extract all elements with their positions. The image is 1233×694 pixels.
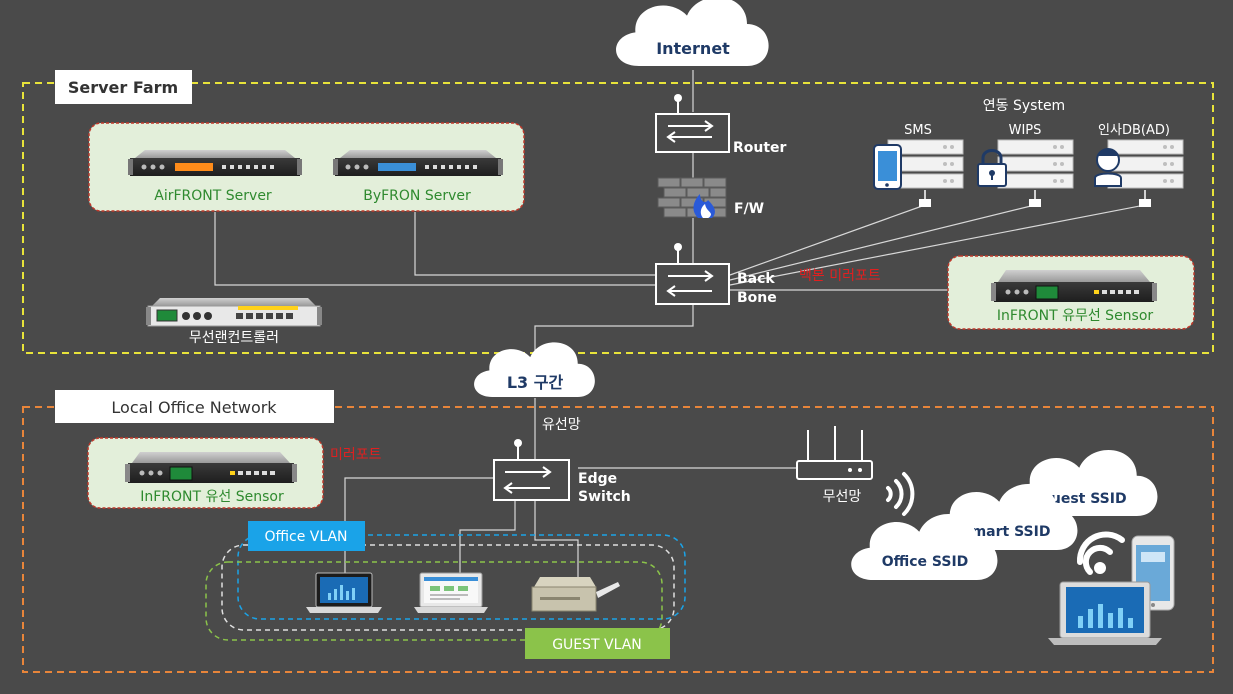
byfron-label: ByFRON Server bbox=[363, 188, 471, 204]
hr-db-label: 인사DB(AD) bbox=[1098, 123, 1170, 138]
office-vlan-area bbox=[237, 534, 686, 620]
mixed-vlan-area bbox=[221, 544, 675, 631]
edge-label-1: Edge bbox=[578, 471, 617, 487]
mirror-port-annotation: 미러포트 bbox=[330, 447, 382, 463]
wips-label: WIPS bbox=[1009, 123, 1042, 138]
firewall-icon bbox=[657, 177, 727, 218]
wireless-ap-icon bbox=[796, 426, 873, 480]
l3-label: L3 구간 bbox=[507, 373, 564, 392]
hr-db-server-icon bbox=[1107, 139, 1184, 207]
server-farm-title: Server Farm bbox=[68, 78, 178, 97]
smart-ssid-label: Smart SSID bbox=[962, 524, 1051, 540]
backbone-switch-icon bbox=[655, 243, 730, 305]
wifi-signal-large-icon bbox=[1076, 531, 1125, 575]
office-vlan-tag bbox=[248, 521, 365, 551]
byfron-server-icon bbox=[333, 150, 503, 176]
lock-icon bbox=[977, 149, 1007, 187]
sms-server-icon bbox=[887, 139, 964, 207]
smartphone-icon bbox=[873, 144, 902, 190]
local-office-title-box bbox=[55, 390, 334, 423]
guest-ssid-label: Guest SSID bbox=[1039, 491, 1126, 507]
user-icon bbox=[1094, 148, 1122, 187]
laptop-icon bbox=[306, 572, 382, 613]
wifi-signal-icon bbox=[886, 472, 915, 516]
server-panel bbox=[88, 122, 525, 212]
wireless-net-label: 무선망 bbox=[823, 489, 862, 505]
airfront-label: AirFRONT Server bbox=[154, 188, 272, 204]
guest-vlan-area bbox=[205, 561, 663, 641]
monitor-icon bbox=[414, 572, 488, 613]
infront-wired-label: InFRONT 유선 Sensor bbox=[140, 489, 284, 505]
edge-label-2: Switch bbox=[578, 489, 631, 505]
infront-wired-wireless-sensor-icon bbox=[991, 270, 1157, 302]
firewall-label: F/W bbox=[734, 201, 764, 217]
office-ssid-label: Office SSID bbox=[882, 554, 969, 570]
backbone-label-1: Back bbox=[737, 271, 775, 287]
edge-switch-icon bbox=[493, 439, 570, 501]
airfront-server-icon bbox=[128, 150, 302, 176]
laptop-large-icon bbox=[1048, 581, 1162, 645]
local-office-title: Local Office Network bbox=[111, 398, 277, 417]
wlan-controller-icon bbox=[146, 298, 322, 327]
guest-vlan-label: GUEST VLAN bbox=[552, 637, 642, 653]
backbone-mirror-annotation: 백본 미러포트 bbox=[799, 268, 881, 284]
office-vlan-label: Office VLAN bbox=[264, 529, 347, 545]
infront-wired-sensor-icon bbox=[125, 452, 297, 483]
connection-lines bbox=[214, 70, 1146, 580]
local-office-zone bbox=[22, 406, 1214, 673]
router-icon bbox=[655, 94, 730, 153]
backbone-label-2: Bone bbox=[737, 290, 777, 306]
server-farm-zone bbox=[22, 82, 1214, 354]
wips-server-icon bbox=[997, 139, 1074, 207]
sms-label: SMS bbox=[904, 123, 932, 138]
guest-vlan-tag bbox=[525, 628, 670, 659]
server-farm-title-box bbox=[55, 70, 192, 104]
wired-net-label: 유선망 bbox=[542, 417, 581, 433]
linked-system-title: 연동 System bbox=[983, 98, 1065, 114]
infront-wired-wireless-label: InFRONT 유무선 Sensor bbox=[997, 308, 1154, 324]
printer-icon bbox=[531, 577, 620, 612]
internet-label: Internet bbox=[656, 39, 730, 58]
router-label: Router bbox=[733, 140, 787, 156]
wlan-controller-label: 무선랜컨트롤러 bbox=[189, 330, 279, 346]
